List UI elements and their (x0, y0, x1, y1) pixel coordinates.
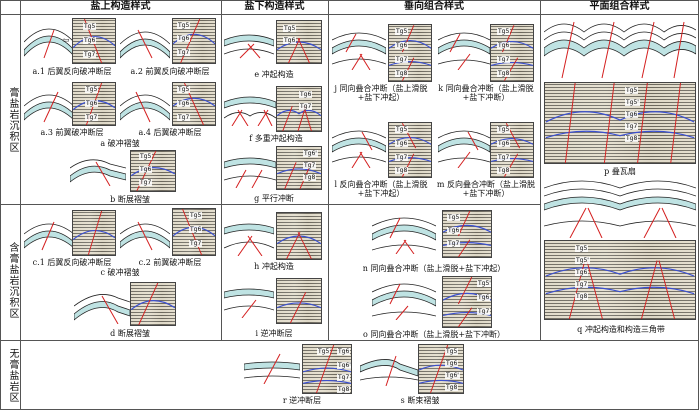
sketch-c2 (120, 221, 170, 251)
seismic-g: Tg6' Tg7 Tg8 (276, 146, 322, 190)
caption-e: e 冲起构造 (254, 70, 294, 79)
caption-r: r 逆冲断层 (282, 396, 322, 405)
seismic-a3: Tg5 Tg6 Tg7 (72, 82, 116, 126)
caption-l: l 反向叠合冲断（盐上滑脱+盐下冲起） (334, 180, 428, 198)
sketch-i (224, 288, 274, 318)
sketch-k (438, 32, 490, 70)
caption-c2: c.2 前翼破冲断层 (138, 258, 202, 267)
caption-p: p 叠瓦扇 (604, 167, 636, 176)
seismic-d (130, 282, 176, 326)
seismic-a4: Tg5 Tg6 Tg7 (172, 82, 216, 126)
seismic-o: Tg5' Tg6 Tg7 (442, 276, 492, 328)
header-above-salt: 盐上构造样式 (90, 1, 151, 12)
caption-b: b 断展褶皱 (110, 195, 150, 204)
seismic-i (276, 278, 322, 324)
caption-g: g 平行冲断 (254, 194, 294, 203)
seismic-h (276, 212, 322, 260)
caption-c1: c.1 后翼反向破冲断层 (32, 258, 112, 267)
seismic-r: Tg5 Tg6 Tg6' Tg7 Tg8 (302, 344, 352, 394)
sketch-b (70, 159, 126, 186)
grid-line (0, 204, 540, 205)
grid-line (328, 0, 329, 340)
seismic-f: Tg6 Tg7 (276, 86, 322, 132)
sketch-a2 (120, 29, 170, 59)
seismic-p: Tg5 Tg5' Tg6 Tg7 Tg8 (544, 82, 696, 164)
sketch-a4 (120, 91, 170, 123)
sketch-r (244, 353, 300, 384)
sketch-n (372, 217, 436, 254)
seismic-b: Tg5 Tg6 Tg7 (130, 150, 176, 192)
seismic-k: Tg5 Tg6 Tg7 Tg8 (490, 24, 534, 82)
caption-h: h 冲起构造 (254, 262, 294, 271)
seismic-c2: Tg5 Tg6 Tg7 (172, 208, 216, 256)
caption-a: a 破冲褶皱 (100, 139, 140, 148)
row-label-containing: 含膏盐岩沉积区 (7, 241, 18, 319)
caption-a4: a.4 后翼破冲断层 (138, 128, 202, 137)
seismic-e: Tg5 Tg6 (276, 20, 322, 64)
grid-line (221, 0, 222, 340)
seismic-m: Tg5 Tg6 Tg7 Tg8 (490, 122, 534, 178)
grid-line (0, 340, 699, 341)
seismic-s: Tg5 Tg6 Tg6' Tg8 (418, 344, 464, 394)
seismic-a2: Tg5 Tg6 Tg7 (172, 18, 216, 64)
sketch-q (544, 180, 696, 238)
seismic-l: Tg5 Tg6 Tg7 Tg8 (388, 122, 432, 178)
sketch-a3 (24, 91, 74, 123)
seismic-j: Tg5 Tg6 Tg7 Tg8 (388, 24, 432, 82)
header-below-salt: 盐下构造样式 (244, 1, 305, 12)
sketch-a1 (24, 28, 74, 59)
grid-line (20, 0, 21, 410)
sketch-g (224, 157, 276, 188)
sketch-p (544, 21, 696, 79)
sketch-d (74, 294, 130, 324)
seismic-n: Tg5 Tg6 Tg7 (442, 210, 492, 258)
row-label-none: 无膏盐岩区 (7, 347, 18, 403)
caption-j: j 同向叠合冲断（盐上滑脱+盐下冲起） (334, 84, 428, 102)
grid-line (0, 14, 699, 15)
caption-q: q 冲起构造和构造三角带 (577, 325, 665, 334)
caption-d: d 断展褶皱 (110, 329, 150, 338)
sketch-c1 (24, 221, 74, 251)
row-label-gypsum: 膏盐岩沉积区 (7, 87, 18, 153)
header-vertical: 垂向组合样式 (404, 1, 464, 12)
caption-m: m 反向叠合冲断（盐上滑脱+盐下冲断） (436, 180, 536, 198)
seismic-a1: Tg5 Tg6 Tg7 (72, 18, 116, 64)
grid-line (540, 0, 541, 340)
caption-a3: a.3 前翼破冲断层 (40, 128, 104, 137)
caption-c: c 破冲褶皱 (100, 268, 140, 277)
caption-a1: a.1 后翼反向破冲断层 (32, 67, 112, 76)
sketch-o (372, 283, 436, 320)
caption-n: n 同向叠合冲断（盐上滑脱+盐下冲起） (362, 264, 506, 273)
sketch-f (224, 96, 276, 126)
sketch-e (224, 34, 274, 59)
header-planar: 平面组合样式 (589, 1, 650, 12)
caption-a2: a.2 前翼反向破冲断层 (130, 67, 210, 76)
caption-i: i 逆冲断层 (255, 329, 293, 338)
caption-k: k 同向叠合冲断（盐上滑脱+盐下冲断） (438, 84, 534, 102)
sketch-s (360, 355, 418, 386)
sketch-h (224, 223, 274, 256)
caption-o: o 同向叠合冲断（盐上滑脱+盐下冲断） (362, 330, 506, 339)
seismic-q: Tg5 Tg5' Tg6 Tg7 Tg8 (544, 240, 696, 320)
arrow-icon: ⇦ (62, 36, 70, 46)
seismic-c1 (72, 210, 116, 256)
sketch-m (438, 130, 490, 168)
caption-f: f 多重冲起构造 (249, 134, 303, 143)
sketch-l (332, 130, 386, 168)
sketch-j (332, 32, 386, 70)
caption-s: s 断束褶皱 (400, 396, 440, 405)
